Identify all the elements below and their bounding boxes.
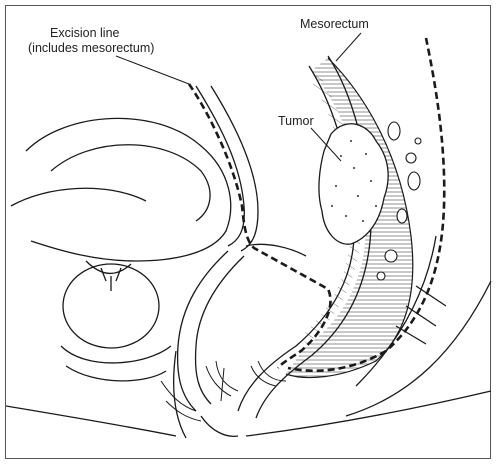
excision-line-label-1: Excision line [50,26,119,41]
pelvis-illustration [6,6,492,460]
sphincter [161,361,286,421]
anal-canal [174,251,244,438]
excision-leader [116,56,189,84]
excision-line-label-2: (includes mesorectum) [28,41,154,56]
mesorectum-leader [336,33,361,61]
tumor-label: Tumor [278,114,314,129]
mesorectum-label: Mesorectum [300,17,369,32]
peritoneum [196,86,306,256]
anatomy-figure: Excision line (includes mesorectum) Meso… [5,5,491,459]
perineum [6,391,491,436]
bladder [11,118,231,261]
prostate [61,261,171,381]
